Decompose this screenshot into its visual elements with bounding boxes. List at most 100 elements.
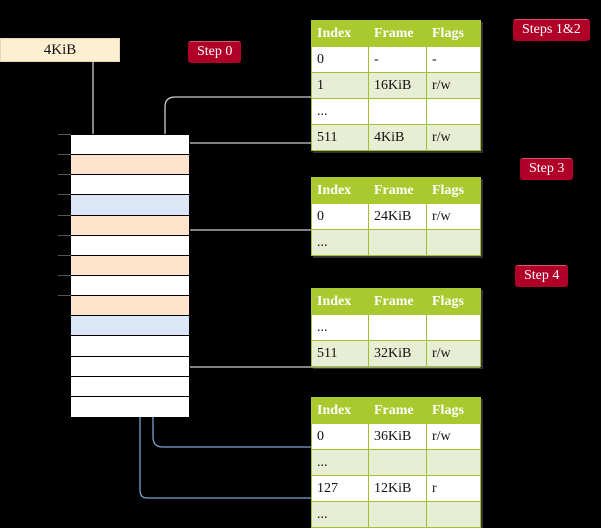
table-row: ... [311,98,481,125]
flags-cell [426,229,481,256]
column-header-frame: Frame [368,177,427,204]
index-cell: 1 [311,72,369,99]
frame-cell [368,229,427,256]
frame-cell [368,98,427,125]
column-header-index: Index [311,20,369,47]
column-header-frame: Frame [368,20,427,47]
index-cell: ... [311,98,369,125]
memory-frame-row [71,155,189,176]
frame-cell: - [368,46,427,73]
frame-cell [368,314,427,341]
frame-cell [368,501,427,528]
memory-row-tick [58,214,71,216]
memory-frame-row [71,135,189,156]
index-cell: 0 [311,423,369,450]
memory-frame-row [71,215,189,236]
frame-cell: 32KiB [368,340,427,367]
frame-cell: 16KiB [368,72,427,99]
column-header-flags: Flags [426,177,481,204]
badge-steps-1-2-label: Steps 1&2 [522,22,581,37]
table-row: ... [311,229,481,256]
frame-cell: 36KiB [368,423,427,450]
column-header-flags: Flags [426,397,481,424]
table-header-row: Index Frame Flags [311,177,481,204]
memory-frame-row [71,316,189,337]
memory-frame-row [71,336,189,357]
flags-cell [426,449,481,476]
table-header-row: Index Frame Flags [311,288,481,315]
frame-cell: 24KiB [368,203,427,230]
memory-frame-row [71,275,189,297]
flags-cell: r/w [426,203,481,230]
memory-row-tick [58,254,71,256]
memory-row-tick [58,234,71,236]
badge-step-0: Step 0 [188,41,242,63]
index-cell: ... [311,449,369,476]
flags-cell: r/w [426,340,481,367]
frame-cell: 4KiB [368,124,427,151]
flags-cell [426,98,481,125]
column-header-index: Index [311,177,369,204]
memory-frame-row [71,396,189,417]
badge-steps-1-2: Steps 1&2 [513,19,590,41]
frame-cell: 12KiB [368,475,427,502]
table-header-row: Index Frame Flags [311,20,481,47]
index-cell: 511 [311,124,369,151]
memory-frame-row [71,296,189,317]
memory-frame-row [71,376,189,397]
memory-row-tick [58,295,71,297]
memory-row-tick [58,174,71,176]
badge-step-0-label: Step 0 [197,44,233,59]
flags-cell [426,314,481,341]
memory-row-tick [58,194,71,196]
badge-step-4: Step 4 [515,265,569,287]
table-row: ... [311,501,481,528]
physical-memory-column [70,134,190,417]
column-header-frame: Frame [368,397,427,424]
badge-step-4-label: Step 4 [524,268,560,283]
table-row: 0-- [311,46,481,73]
memory-row-tick [58,154,71,156]
index-cell: ... [311,229,369,256]
badge-step-3-label: Step 3 [529,161,565,176]
memory-frame-row [71,235,189,256]
column-header-index: Index [311,397,369,424]
memory-frame-row [71,195,189,216]
column-header-flags: Flags [426,20,481,47]
column-header-index: Index [311,288,369,315]
index-cell: 511 [311,340,369,367]
table-row: ... [311,449,481,476]
table-row: ... [311,314,481,341]
index-cell: ... [311,501,369,528]
memory-frame-row [71,356,189,377]
index-cell: 127 [311,475,369,502]
frame-cell [368,449,427,476]
flags-cell: r [426,475,481,502]
memory-frame-row [71,255,189,276]
source-frame-label: 4KiB [43,41,77,58]
flags-cell: r/w [426,124,481,151]
memory-row-tick [58,275,71,276]
flags-cell: r/w [426,72,481,99]
index-cell: ... [311,314,369,341]
flags-cell [426,501,481,528]
index-cell: 0 [311,203,369,230]
column-header-flags: Flags [426,288,481,315]
memory-row-tick [58,134,71,135]
index-cell: 0 [311,46,369,73]
memory-frame-row [71,175,189,196]
badge-step-3: Step 3 [520,158,574,180]
column-header-frame: Frame [368,288,427,315]
